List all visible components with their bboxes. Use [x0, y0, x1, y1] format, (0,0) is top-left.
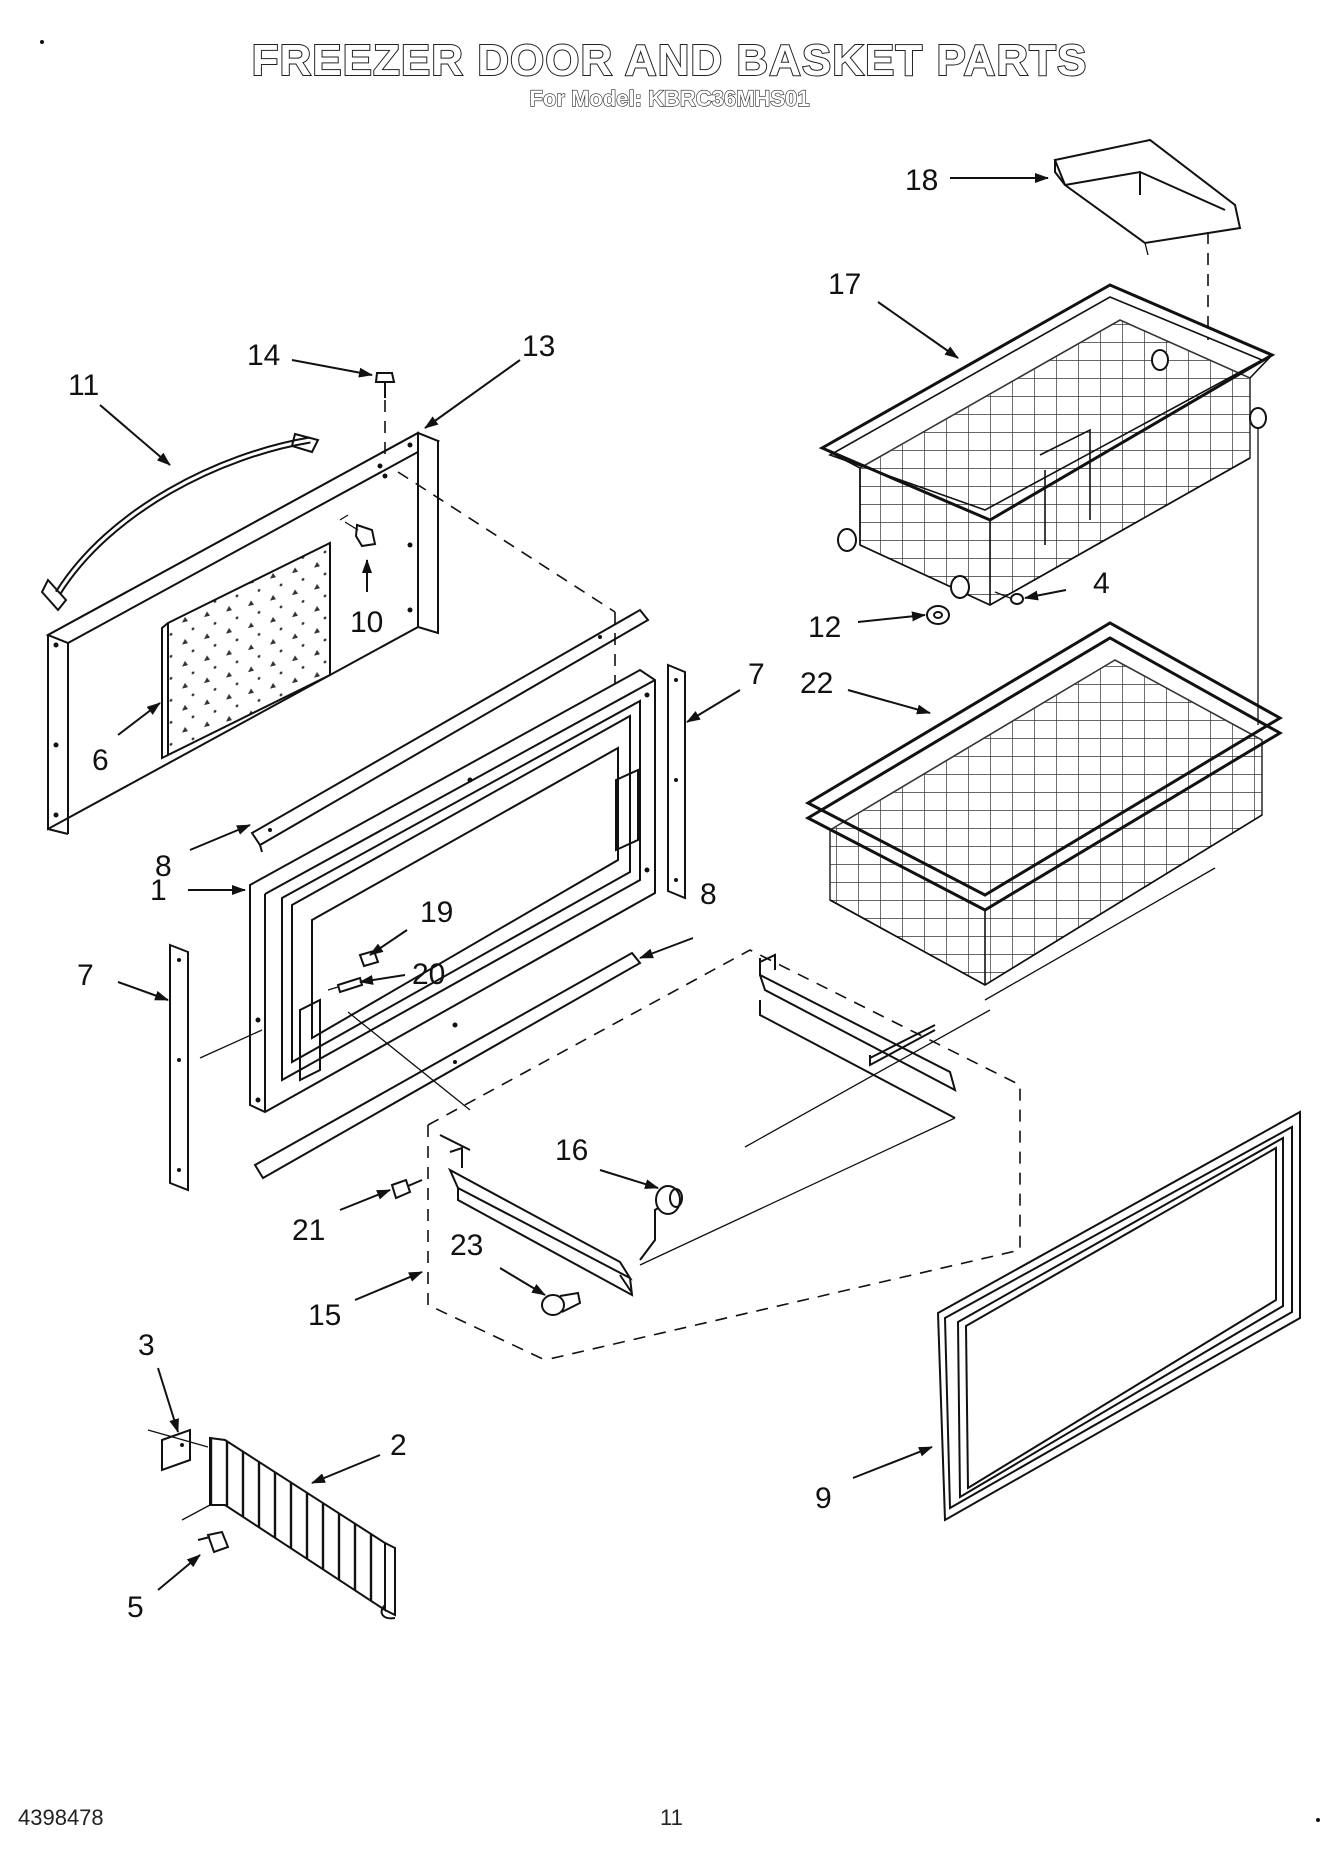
page-number: 11 — [660, 1805, 683, 1830]
leader-arrows — [99, 173, 1067, 1591]
callout-12: 12 — [808, 611, 841, 644]
mounting-strip-lower — [253, 951, 642, 1180]
roller-part-16 — [655, 1185, 683, 1215]
slide-rail-assembly — [427, 949, 1021, 1361]
callout-7-left: 7 — [77, 959, 94, 992]
callout-11: 11 — [68, 369, 99, 402]
callout-8-upper: 8 — [155, 850, 172, 883]
screw-part-23 — [541, 1291, 582, 1316]
callout-23: 23 — [450, 1229, 483, 1262]
ice-bin — [1053, 138, 1242, 256]
screw-part-10 — [339, 514, 377, 548]
callout-10: 10 — [350, 606, 383, 639]
callout-22: 22 — [800, 667, 833, 700]
callout-6: 6 — [92, 744, 109, 777]
document-number: 4398478 — [18, 1805, 104, 1830]
callout-18: 18 — [905, 164, 938, 197]
mounting-strip-upper — [250, 608, 650, 853]
lower-wire-basket — [804, 621, 1283, 986]
callout-13: 13 — [522, 330, 555, 363]
callout-21: 21 — [292, 1214, 325, 1247]
callout-14: 14 — [247, 339, 280, 372]
screw-part-14 — [374, 372, 396, 460]
callout-17: 17 — [828, 268, 861, 301]
door-gasket — [936, 1110, 1301, 1522]
stop-pin-part-20 — [327, 976, 364, 994]
callout-4: 4 — [1093, 567, 1110, 600]
callout-1: 1 — [150, 874, 167, 907]
callout-3: 3 — [138, 1329, 155, 1362]
callout-8-lower: 8 — [700, 878, 717, 911]
door-handle — [40, 432, 320, 612]
page-title: FREEZER DOOR AND BASKET PARTS — [251, 35, 1088, 86]
callout-19: 19 — [420, 896, 453, 929]
side-strip-right — [667, 663, 686, 900]
callout-numbers: 11 14 13 10 6 8 1 19 20 7 7 8 16 21 23 1… — [68, 164, 1110, 1624]
inner-door-liner — [249, 668, 656, 1114]
insulation-board — [161, 541, 331, 760]
basket-divider — [209, 1436, 396, 1620]
screw-part-21 — [390, 1178, 423, 1200]
side-strip-left — [169, 943, 189, 1192]
model-subtitle: For Model: KBRC36MHS01 — [529, 85, 810, 111]
washer-part-12 — [926, 605, 950, 625]
callout-2: 2 — [390, 1429, 407, 1462]
nut-part-4 — [1010, 593, 1024, 605]
clip-part-3 — [161, 1428, 191, 1472]
callout-9: 9 — [815, 1482, 832, 1515]
callout-7-right: 7 — [748, 658, 765, 691]
callout-5: 5 — [127, 1591, 144, 1624]
screw-part-5 — [197, 1530, 230, 1554]
callout-16: 16 — [555, 1134, 588, 1167]
upper-wire-basket — [818, 283, 1276, 606]
scan-mark — [1316, 1818, 1320, 1822]
callout-20: 20 — [412, 958, 445, 991]
callout-15: 15 — [308, 1299, 341, 1332]
scan-mark — [40, 40, 44, 44]
